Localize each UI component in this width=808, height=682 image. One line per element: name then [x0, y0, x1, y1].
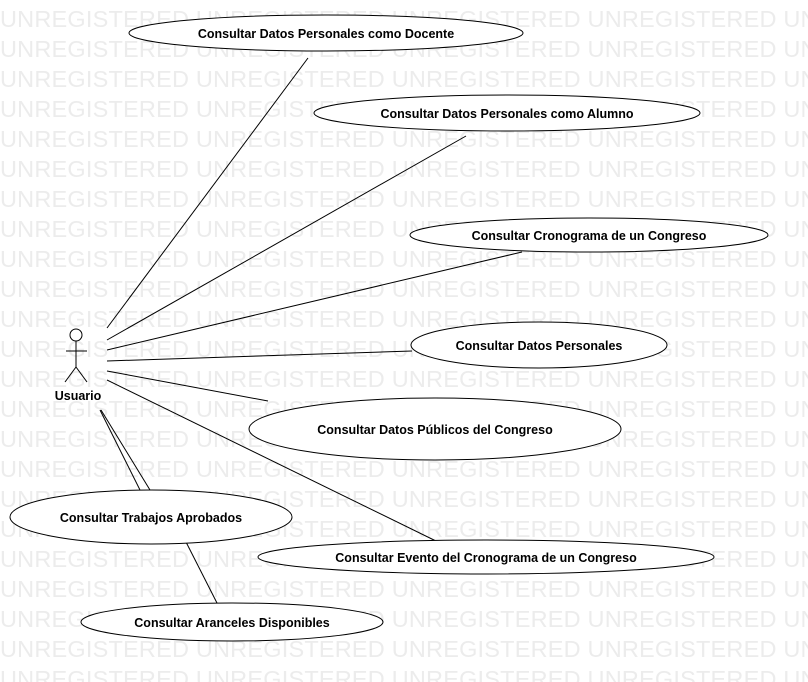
association-uc3[interactable]	[106, 251, 523, 351]
use-case-uc1[interactable]: Consultar Datos Personales como Docente	[128, 14, 524, 52]
associations	[99, 57, 523, 606]
actor-name: Usuario	[55, 389, 102, 403]
actor-usuario[interactable]	[64, 328, 88, 383]
association-uc6-b[interactable]	[99, 409, 141, 491]
association-uc8[interactable]	[185, 541, 219, 606]
use-case-uc3[interactable]: Consultar Cronograma de un Congreso	[409, 217, 769, 253]
use-case-label: Consultar Aranceles Disponibles	[134, 616, 329, 630]
use-case-uc8[interactable]: Consultar Aranceles Disponibles	[80, 602, 384, 642]
association-uc6-a[interactable]	[100, 409, 151, 491]
use-case-uc7[interactable]: Consultar Evento del Cronograma de un Co…	[257, 539, 715, 575]
association-uc2[interactable]	[106, 135, 467, 341]
actor-leg-left	[64, 366, 77, 383]
use-case-label: Consultar Trabajos Aprobados	[60, 511, 242, 525]
use-case-uc6[interactable]: Consultar Trabajos Aprobados	[9, 489, 293, 545]
use-case-uc4[interactable]: Consultar Datos Personales	[410, 321, 668, 369]
use-case-uc5[interactable]: Consultar Datos Públicos del Congreso	[248, 397, 622, 461]
association-uc4[interactable]	[106, 350, 413, 362]
association-uc7[interactable]	[106, 379, 439, 543]
use-case-label: Consultar Datos Personales como Docente	[198, 27, 454, 41]
association-uc1[interactable]	[106, 57, 309, 329]
use-case-label: Consultar Evento del Cronograma de un Co…	[335, 551, 637, 565]
use-case-uc2[interactable]: Consultar Datos Personales como Alumno	[313, 94, 701, 132]
actor-leg-right	[75, 366, 88, 383]
use-case-label: Consultar Datos Personales como Alumno	[380, 107, 633, 121]
association-uc5[interactable]	[106, 370, 269, 402]
use-case-label: Consultar Datos Públicos del Congreso	[317, 423, 553, 437]
actor-head	[69, 328, 83, 342]
use-case-label: Consultar Datos Personales	[456, 339, 623, 353]
use-case-label: Consultar Cronograma de un Congreso	[472, 229, 707, 243]
